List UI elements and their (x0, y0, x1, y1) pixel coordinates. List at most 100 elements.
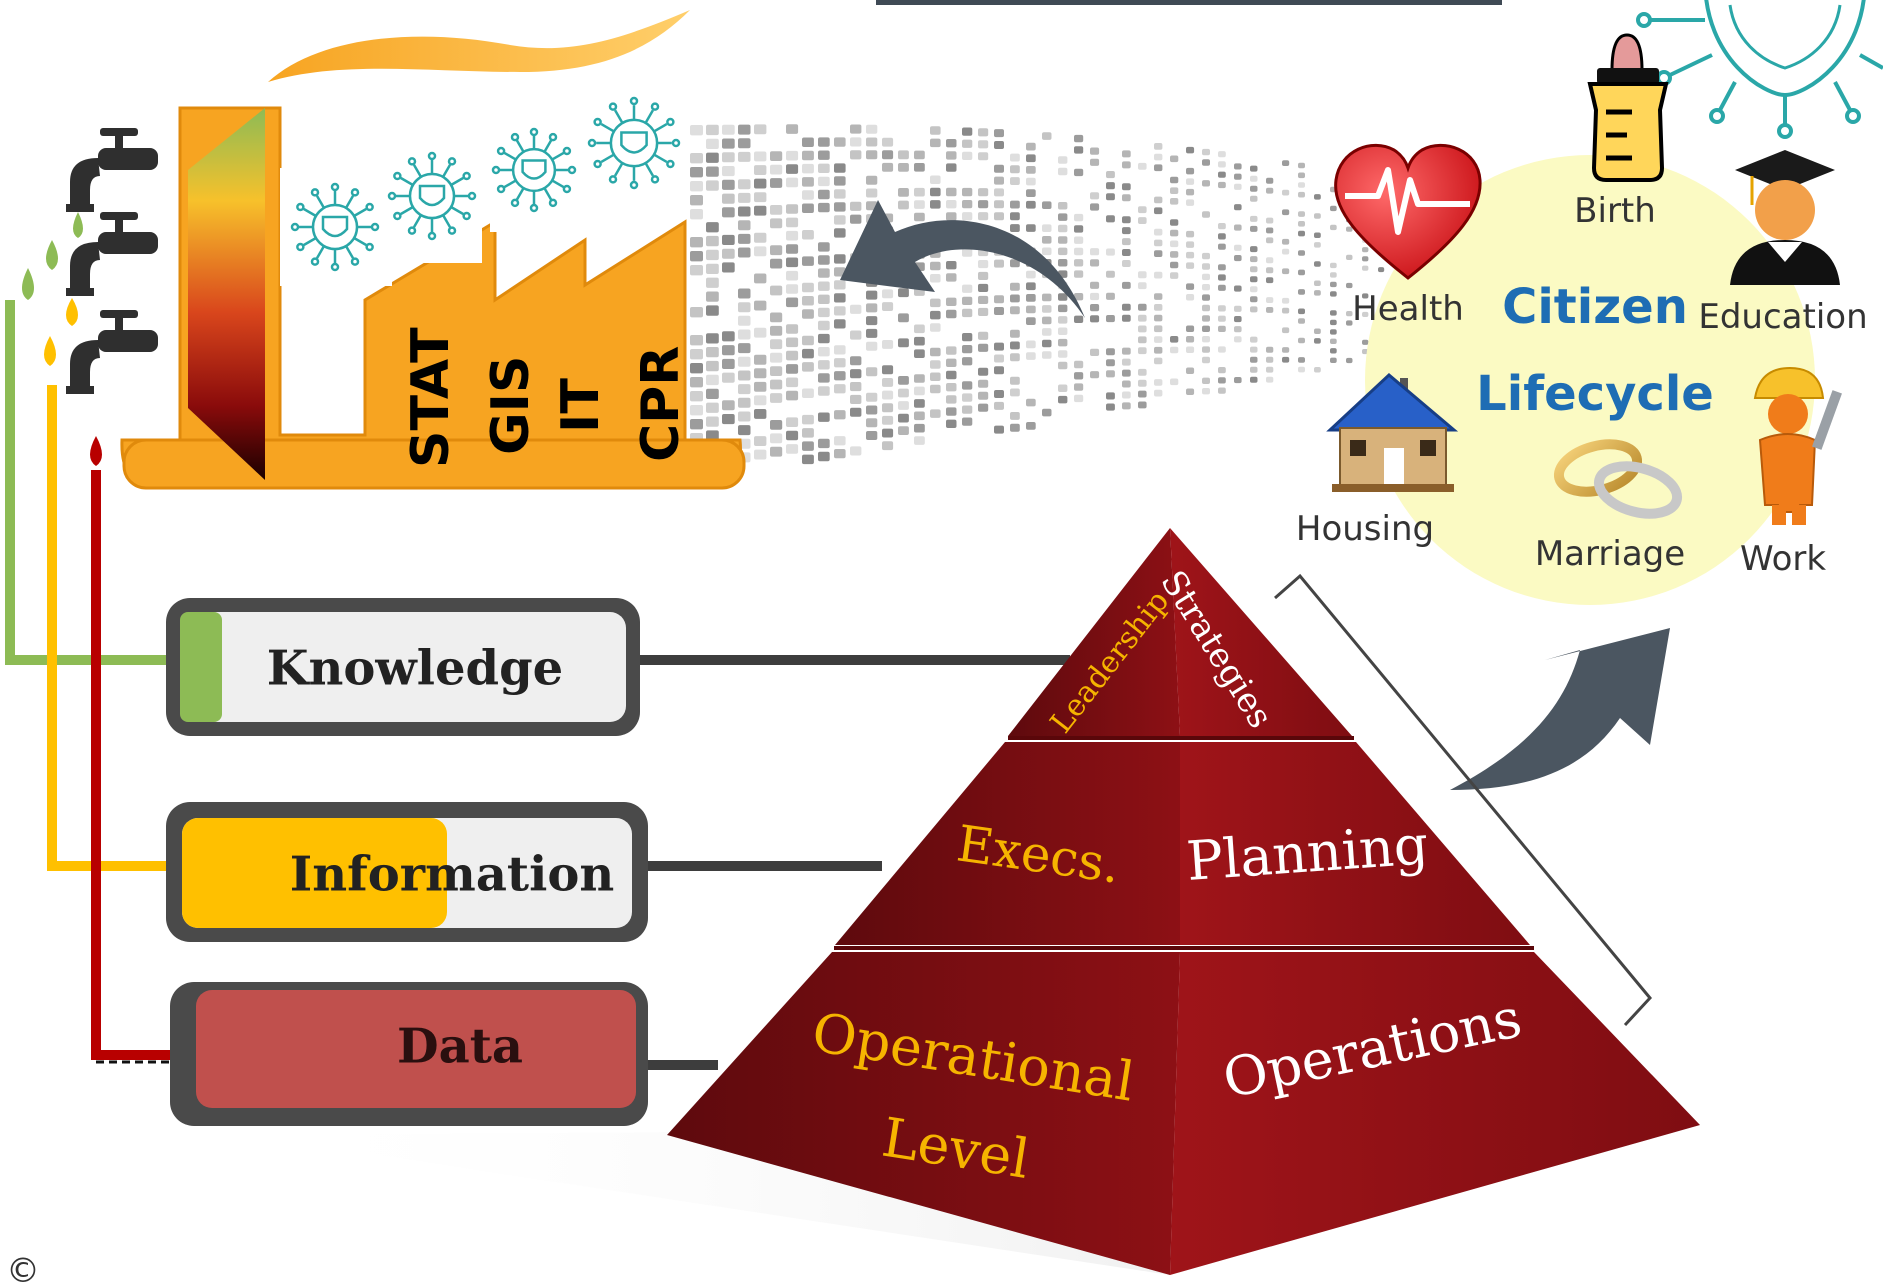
mosaic-cell (1042, 408, 1052, 417)
mosaic-cell (962, 405, 973, 414)
mosaic-cell (914, 436, 925, 445)
mosaic-cell (722, 400, 735, 411)
mosaic-cell (882, 302, 894, 311)
mosaic-cell (1346, 226, 1353, 232)
mosaic-cell (1090, 259, 1100, 267)
mosaic-cell (946, 370, 957, 380)
mosaic-cell (914, 212, 925, 222)
mosaic-cell (1346, 254, 1353, 260)
mosaic-cell (1074, 247, 1084, 256)
mosaic-cell (738, 179, 751, 190)
mosaic-cell (1202, 315, 1210, 322)
mosaic-cell (1010, 423, 1020, 432)
mosaic-cell (1170, 198, 1179, 205)
pyramid-middle-right (1180, 742, 1530, 945)
mosaic-cell (1026, 294, 1036, 302)
mosaic-cell (738, 233, 751, 244)
mosaic-cell (850, 369, 862, 379)
mosaic-cell (1202, 159, 1210, 166)
mosaic-cell (1202, 294, 1210, 301)
mosaic-cell (690, 181, 703, 192)
mosaic-cell (818, 386, 830, 396)
mosaic-cell (1010, 177, 1020, 185)
mosaic-cell (690, 349, 703, 360)
mosaic-cell (866, 418, 878, 428)
lifecycle-title-line2: Lifecycle (1476, 366, 1714, 422)
mosaic-cell (1090, 315, 1100, 323)
mosaic-cell (834, 202, 846, 212)
mosaic-cell (1202, 273, 1210, 281)
mosaic-cell (754, 151, 767, 162)
mosaic-cell (1010, 341, 1020, 350)
mosaic-cell (994, 366, 1004, 375)
mosaic-cell (994, 200, 1004, 209)
mosaic-cell (1122, 402, 1131, 410)
mosaic-cell (770, 245, 783, 256)
mosaic-cell (754, 273, 767, 284)
mosaic-cell (1298, 172, 1305, 179)
mosaic-cell (994, 259, 1004, 268)
knowledge-fill (180, 612, 222, 722)
mosaic-cell (1330, 310, 1337, 316)
mosaic-cell (962, 200, 973, 209)
mosaic-cell (802, 362, 814, 372)
mosaic-cell (738, 220, 751, 231)
mosaic-cell (738, 370, 751, 381)
mosaic-cell (1138, 379, 1147, 387)
mosaic-cell (706, 152, 719, 163)
mosaic-cell (1186, 283, 1195, 290)
mosaic-cell (834, 163, 846, 173)
mosaic-cell (802, 163, 814, 174)
mosaic-cell (1058, 202, 1068, 210)
mosaic-cell (770, 352, 783, 363)
mosaic-cell (1186, 262, 1195, 269)
mosaic-cell (1362, 247, 1369, 253)
mosaic-cell (1266, 237, 1274, 244)
mosaic-cell (898, 401, 909, 410)
mosaic-cell (1026, 340, 1036, 349)
mosaic-cell (1106, 215, 1115, 223)
mosaic-cell (994, 129, 1004, 138)
mosaic-cell (962, 308, 973, 318)
mosaic-cell (1138, 390, 1147, 398)
mosaic-cell (898, 338, 909, 348)
mosaic-cell (1074, 372, 1084, 380)
marriage-label: Marriage (1535, 534, 1685, 574)
mosaic-cell (1010, 224, 1020, 232)
mosaic-cell (834, 410, 846, 420)
mosaic-cell (722, 262, 735, 273)
mosaic-cell (946, 187, 957, 197)
mosaic-cell (834, 176, 846, 186)
mosaic-cell (866, 405, 878, 415)
mosaic-cell (770, 366, 783, 376)
data-tank: Data (170, 982, 648, 1126)
mosaic-cell (866, 367, 878, 377)
mosaic-cell (1058, 350, 1068, 358)
mosaic-cell (1122, 303, 1131, 311)
mosaic-cell (946, 395, 957, 404)
mosaic-cell (898, 150, 909, 160)
mosaic-cell (1234, 285, 1242, 292)
mosaic-cell (1250, 276, 1258, 283)
mosaic-cell (1122, 260, 1131, 267)
stack-label-gis: GIS (481, 356, 541, 455)
mosaic-cell (882, 340, 894, 349)
mosaic-cell (738, 425, 751, 436)
mosaic-cell (866, 290, 878, 300)
work-label: Work (1740, 539, 1826, 579)
mosaic-cell (850, 382, 862, 392)
mosaic-cell (1282, 189, 1290, 196)
mosaic-cell (962, 248, 973, 257)
mosaic-cell (1218, 377, 1226, 384)
mosaic-cell (1122, 369, 1131, 377)
mosaic-cell (802, 137, 814, 147)
mosaic-cell (818, 255, 830, 265)
mosaic-cell (1042, 247, 1052, 256)
mosaic-cell (1090, 292, 1100, 301)
mosaic-cell (882, 415, 894, 425)
mosaic-cell (1026, 352, 1036, 360)
mosaic-cell (834, 371, 846, 381)
mosaic-cell (1218, 284, 1226, 291)
pyramid-middle-left (835, 742, 1180, 945)
mosaic-cell (818, 242, 830, 252)
